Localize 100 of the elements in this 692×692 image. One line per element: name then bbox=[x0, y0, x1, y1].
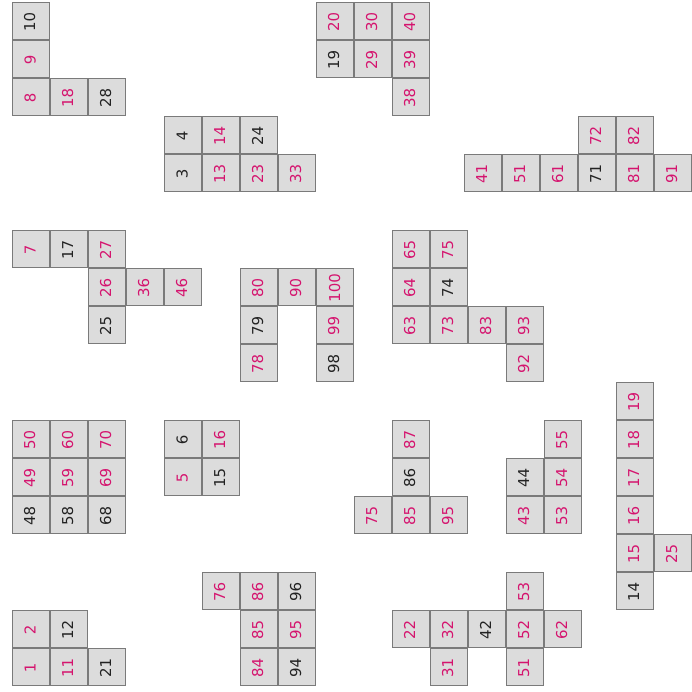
number-square bbox=[430, 496, 468, 534]
number: 50 bbox=[24, 429, 38, 449]
number-square bbox=[12, 610, 50, 648]
number: 72 bbox=[590, 125, 604, 145]
number-square bbox=[578, 154, 616, 192]
number-square bbox=[164, 268, 202, 306]
number: 69 bbox=[100, 467, 114, 487]
number-square bbox=[316, 306, 354, 344]
number: 32 bbox=[442, 619, 456, 639]
number: 51 bbox=[514, 163, 528, 183]
number-square bbox=[468, 306, 506, 344]
number: 15 bbox=[628, 543, 642, 563]
number-square bbox=[278, 154, 316, 192]
number: 13 bbox=[214, 163, 228, 183]
number-square bbox=[616, 534, 654, 572]
number: 14 bbox=[628, 581, 642, 601]
number: 60 bbox=[62, 429, 76, 449]
number-square bbox=[392, 268, 430, 306]
number-square bbox=[392, 40, 430, 78]
number: 18 bbox=[628, 429, 642, 449]
number-square bbox=[430, 230, 468, 268]
number: 84 bbox=[252, 657, 266, 677]
number-square bbox=[12, 2, 50, 40]
number: 61 bbox=[552, 163, 566, 183]
number-square bbox=[88, 306, 126, 344]
number-square bbox=[544, 610, 582, 648]
number: 6 bbox=[176, 434, 190, 444]
number-square bbox=[164, 458, 202, 496]
number-square bbox=[392, 306, 430, 344]
number: 48 bbox=[24, 505, 38, 525]
number-square bbox=[392, 496, 430, 534]
number: 54 bbox=[556, 467, 570, 487]
number-square bbox=[278, 268, 316, 306]
number-square bbox=[50, 458, 88, 496]
number: 95 bbox=[442, 505, 456, 525]
number-square bbox=[654, 534, 692, 572]
number: 19 bbox=[628, 391, 642, 411]
number: 42 bbox=[480, 619, 494, 639]
number-square bbox=[50, 78, 88, 116]
number: 18 bbox=[62, 87, 76, 107]
number: 58 bbox=[62, 505, 76, 525]
number-square bbox=[392, 78, 430, 116]
number-square bbox=[240, 268, 278, 306]
number: 100 bbox=[328, 272, 342, 302]
number-square bbox=[430, 648, 468, 686]
number: 25 bbox=[100, 315, 114, 335]
number: 52 bbox=[518, 619, 532, 639]
number-square bbox=[240, 344, 278, 382]
number: 86 bbox=[252, 581, 266, 601]
number-square bbox=[50, 648, 88, 686]
number-square bbox=[12, 458, 50, 496]
number: 75 bbox=[366, 505, 380, 525]
number: 29 bbox=[366, 49, 380, 69]
number-square bbox=[506, 572, 544, 610]
number: 79 bbox=[252, 315, 266, 335]
number-square bbox=[430, 268, 468, 306]
number: 1 bbox=[24, 662, 38, 672]
number: 31 bbox=[442, 657, 456, 677]
number: 75 bbox=[442, 239, 456, 259]
number-square bbox=[316, 268, 354, 306]
number: 38 bbox=[404, 87, 418, 107]
number-square bbox=[316, 2, 354, 40]
number: 43 bbox=[518, 505, 532, 525]
number-square bbox=[616, 496, 654, 534]
number: 53 bbox=[518, 581, 532, 601]
number-square bbox=[506, 306, 544, 344]
number: 19 bbox=[328, 49, 342, 69]
number: 73 bbox=[442, 315, 456, 335]
number-square bbox=[392, 610, 430, 648]
number: 76 bbox=[214, 581, 228, 601]
number-square bbox=[164, 154, 202, 192]
number: 16 bbox=[628, 505, 642, 525]
number: 62 bbox=[556, 619, 570, 639]
number-square bbox=[540, 154, 578, 192]
number-square bbox=[354, 40, 392, 78]
number: 17 bbox=[628, 467, 642, 487]
number: 65 bbox=[404, 239, 418, 259]
number: 95 bbox=[290, 619, 304, 639]
number: 91 bbox=[666, 163, 680, 183]
number-square bbox=[240, 610, 278, 648]
number-square bbox=[88, 268, 126, 306]
number-square bbox=[240, 572, 278, 610]
number: 82 bbox=[628, 125, 642, 145]
number: 25 bbox=[666, 543, 680, 563]
number: 70 bbox=[100, 429, 114, 449]
number-square bbox=[88, 230, 126, 268]
number: 59 bbox=[62, 467, 76, 487]
number-square bbox=[50, 230, 88, 268]
number-square bbox=[164, 116, 202, 154]
number-square bbox=[506, 648, 544, 686]
number: 10 bbox=[24, 11, 38, 31]
number-square bbox=[12, 40, 50, 78]
number-square bbox=[12, 420, 50, 458]
number-square bbox=[12, 496, 50, 534]
number: 44 bbox=[518, 467, 532, 487]
number: 90 bbox=[290, 277, 304, 297]
number-square bbox=[240, 116, 278, 154]
number: 21 bbox=[100, 657, 114, 677]
number-square bbox=[126, 268, 164, 306]
number: 2 bbox=[24, 624, 38, 634]
